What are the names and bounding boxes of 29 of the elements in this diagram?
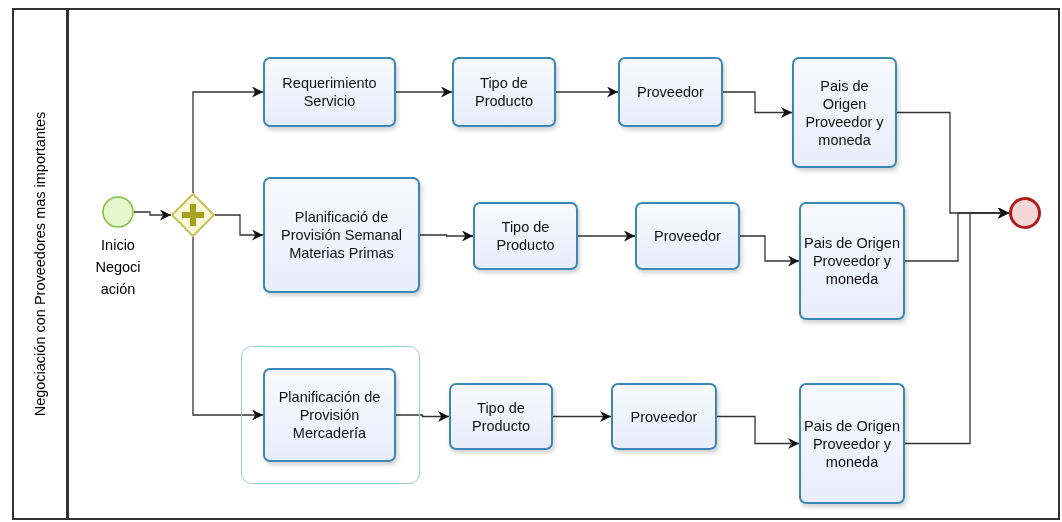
task-box: Pais de Origen Proveedor y moneda [799,383,905,504]
sequence-flow-arrow [419,230,474,242]
task-box: Proveedor [635,202,740,270]
sequence-flow-arrow [716,415,800,449]
sequence-flow-arrow [192,86,264,194]
sequence-flow-arrow [552,411,612,422]
task-box: Pais de Origen Proveedor y moneda [792,57,897,168]
task-box: Requerimiento Servicio [263,57,396,127]
sequence-flow-arrow [555,86,619,98]
sequence-flow-arrow [133,209,172,221]
sequence-flow-arrow [395,411,450,422]
pool [12,8,1060,520]
task-box: Proveedor [611,383,717,450]
task-box: Tipo de Producto [452,57,556,127]
sequence-flow-arrow [192,236,264,421]
task-box: Proveedor [618,57,723,127]
sequence-flow-arrow [722,91,793,118]
task-box: Tipo de Producto [473,202,578,270]
pool-label: Negociación con Proveedores mas importantes [32,111,48,417]
task-box: Pais de Origen Proveedor y moneda [799,202,905,320]
sequence-flow-arrow [739,235,800,267]
event-label: Inicio Negociación [95,236,141,299]
sequence-flow-arrow [214,214,264,241]
task-box: Planificació de Provisión Semanal Materias Primas [263,177,420,293]
sequence-flow-arrow [904,207,1010,445]
task-box: Planificación de Provisión Mercadería [263,368,396,462]
task-box: Tipo de Producto [449,383,553,450]
sequence-flow-arrow [577,230,636,242]
sequence-flow-arrow [395,86,453,98]
